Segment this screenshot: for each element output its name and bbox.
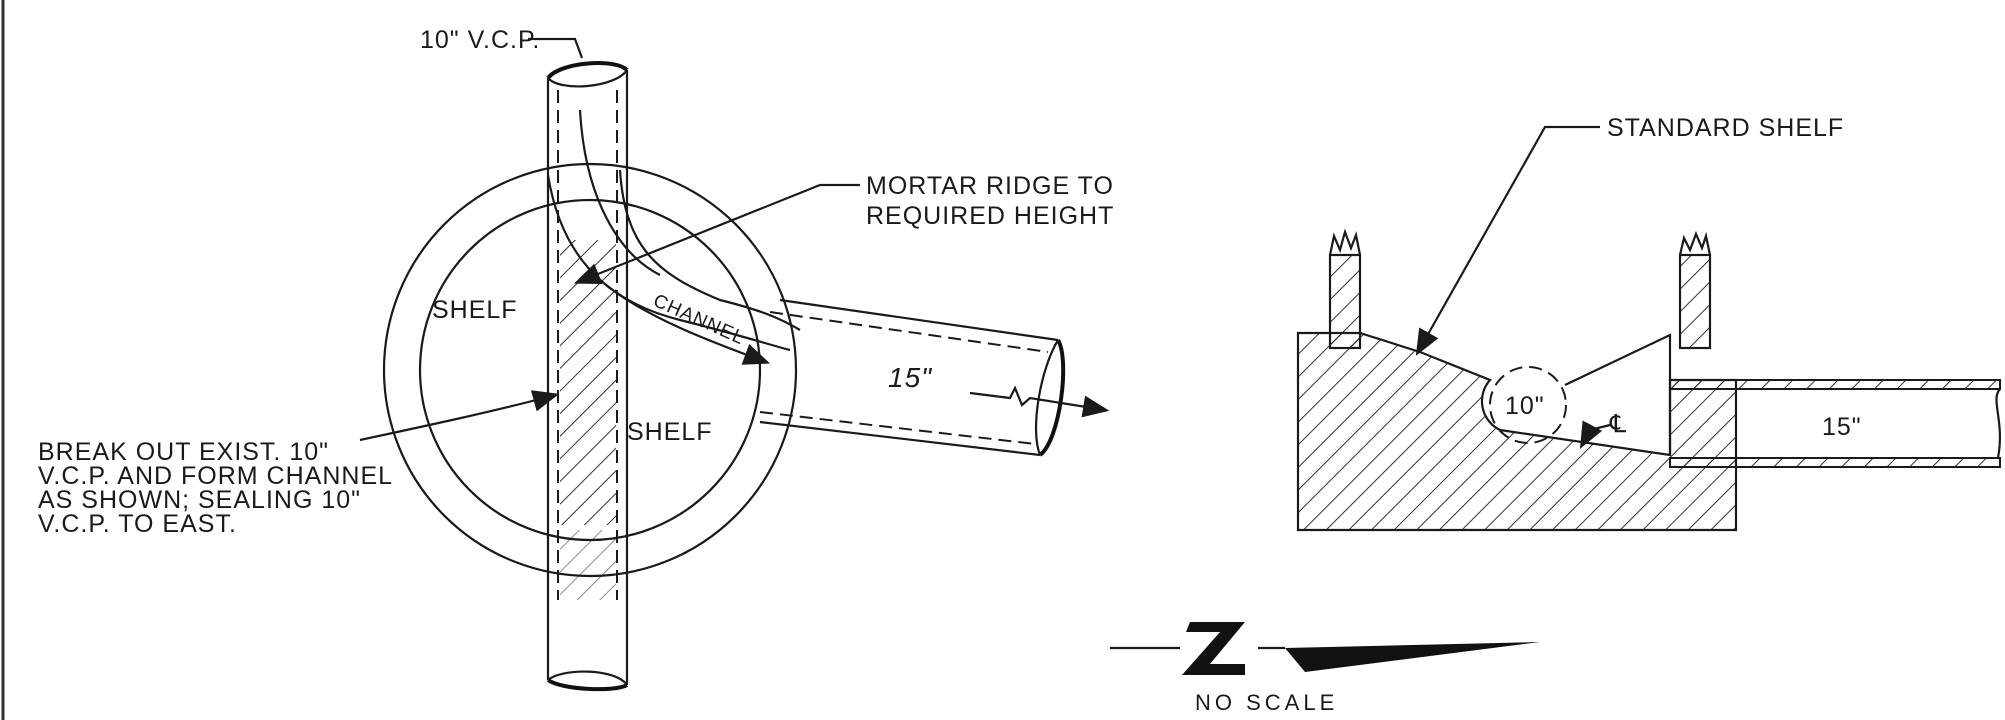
centerline-leader xyxy=(1579,420,1611,449)
north-letter-glyph xyxy=(1182,622,1245,675)
label-shelf-right: SHELF xyxy=(627,418,713,446)
pipe-label-leader xyxy=(528,37,584,59)
label-15in-section: 15" xyxy=(1822,413,1862,441)
wall-stub-left xyxy=(1328,228,1362,350)
label-mortar-ridge-2: REQUIRED HEIGHT xyxy=(866,202,1114,230)
plan-view: 10" V.C.P. MORTAR RIDGE TO REQUIRED HEIG… xyxy=(38,26,1114,692)
north-arrow-wedge xyxy=(1285,642,1540,672)
channel-curve xyxy=(546,109,801,352)
note-line-4: V.C.P. TO EAST. xyxy=(38,510,237,538)
section-view: STANDARD SHELF 10" ℄ 15" xyxy=(1296,114,2002,532)
pipe-10in-section xyxy=(1489,366,1567,444)
pipe-15in-section xyxy=(1669,379,2002,468)
standard-shelf-leader xyxy=(1415,125,1600,356)
wall-stub-right xyxy=(1678,231,1712,350)
shelf-face xyxy=(1564,333,1672,455)
lower-sealed-hatch xyxy=(560,530,616,600)
label-15in: 15" xyxy=(888,362,932,393)
label-shelf-left: SHELF xyxy=(432,296,518,324)
label-10in-section: 10" xyxy=(1505,392,1545,420)
note-line-3: AS SHOWN; SEALING 10" xyxy=(38,486,361,514)
outlet-15in-pipe xyxy=(759,298,1110,457)
note-line-1: BREAK OUT EXIST. 10" xyxy=(38,438,329,466)
manhole-inner-ring xyxy=(418,198,762,542)
mortar-leader xyxy=(573,183,860,285)
label-standard-shelf: STANDARD SHELF xyxy=(1607,114,1844,142)
label-mortar-ridge-1: MORTAR RIDGE TO xyxy=(866,172,1114,200)
label-centerline: ℄ xyxy=(1609,410,1627,438)
sealed-pipe-hatch xyxy=(560,240,616,525)
north-arrow: NO SCALE xyxy=(1110,622,1540,715)
label-10in-vcp: 10" V.C.P. xyxy=(420,26,540,54)
channel-arrow xyxy=(605,284,771,365)
vertical-10in-pipe xyxy=(546,61,629,692)
note-leader xyxy=(359,390,560,442)
no-scale-note: NO SCALE xyxy=(1195,690,1338,715)
note-line-2: V.C.P. AND FORM CHANNEL xyxy=(38,462,393,490)
manhole-outer-ring xyxy=(382,162,798,578)
